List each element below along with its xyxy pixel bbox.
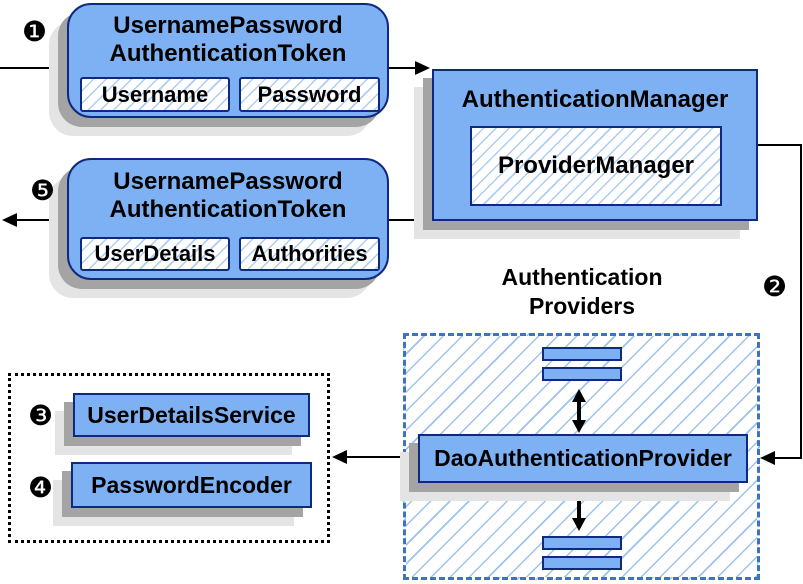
userdetails-field-box: UserDetails xyxy=(80,237,230,271)
providers-link2-shaft xyxy=(577,497,581,521)
provider-manager-label: ProviderManager xyxy=(497,152,695,179)
step-3-marker: ❸ xyxy=(28,399,54,432)
username-field-label: Username xyxy=(101,81,209,107)
dao-authentication-provider-box: DaoAuthenticationProvider xyxy=(418,434,748,483)
authentication-providers-label-line1: Authentication xyxy=(501,264,663,290)
authentication-providers-label-line2: Providers xyxy=(528,293,636,319)
request-flow-arrowhead-icon xyxy=(415,61,430,75)
password-encoder-label: PasswordEncoder xyxy=(91,471,292,498)
provider-to-services-arrowhead-icon xyxy=(332,450,347,464)
step-1-marker: ❶ xyxy=(22,15,48,48)
authentication-manager-box: AuthenticationManager ProviderManager xyxy=(432,69,758,221)
provider-placeholder-bar xyxy=(542,556,622,570)
request-token-title: UsernamePassword AuthenticationToken xyxy=(69,12,387,68)
result-token-title-line1: UsernamePassword xyxy=(113,168,343,195)
manager-to-provider-line-top xyxy=(757,144,802,146)
password-field-box: Password xyxy=(239,77,380,112)
userdetails-field-label: UserDetails xyxy=(94,241,216,266)
provider-placeholder-bar xyxy=(542,347,622,361)
authorities-field-label: Authorities xyxy=(251,241,368,266)
manager-to-provider-arrowhead-icon xyxy=(760,451,775,465)
authentication-providers-label: Authentication Providers xyxy=(432,263,732,321)
result-token-box: UsernamePassword AuthenticationToken Use… xyxy=(67,158,389,280)
providers-link-arrow-down-icon xyxy=(572,420,586,433)
providers-link2-arrow-down-icon xyxy=(572,518,586,531)
dao-authentication-provider-label: DaoAuthenticationProvider xyxy=(434,445,732,471)
step-5-marker: ❺ xyxy=(30,174,56,207)
user-details-service-box: UserDetailsService xyxy=(73,393,310,437)
username-field-box: Username xyxy=(80,77,230,112)
request-token-title-line2: AuthenticationToken xyxy=(109,40,347,67)
step-4-marker: ❹ xyxy=(28,471,54,504)
request-token-box: UsernamePassword AuthenticationToken Use… xyxy=(67,3,389,118)
provider-placeholder-bar xyxy=(542,367,622,381)
providers-link-shaft xyxy=(577,399,581,423)
provider-to-services-line xyxy=(346,456,418,458)
authorities-field-box: Authorities xyxy=(239,237,380,271)
password-field-label: Password xyxy=(257,81,362,107)
result-flow-arrowhead-icon xyxy=(2,213,17,227)
user-details-service-label: UserDetailsService xyxy=(87,401,296,428)
result-token-title-line2: AuthenticationToken xyxy=(109,196,347,223)
password-encoder-box: PasswordEncoder xyxy=(71,462,312,508)
authentication-manager-title: AuthenticationManager xyxy=(461,86,729,113)
provider-placeholder-bar xyxy=(542,536,622,550)
providers-link-arrow-up-icon xyxy=(572,389,586,402)
request-token-title-line1: UsernamePassword xyxy=(113,12,343,39)
step-2-marker: ❷ xyxy=(762,270,788,303)
manager-to-provider-line-bottom xyxy=(774,457,802,459)
providers-link2-arrow-up-icon xyxy=(572,487,586,500)
provider-manager-box: ProviderManager xyxy=(470,126,722,206)
result-token-title: UsernamePassword AuthenticationToken xyxy=(69,168,387,224)
manager-to-provider-line-vertical xyxy=(800,144,802,459)
